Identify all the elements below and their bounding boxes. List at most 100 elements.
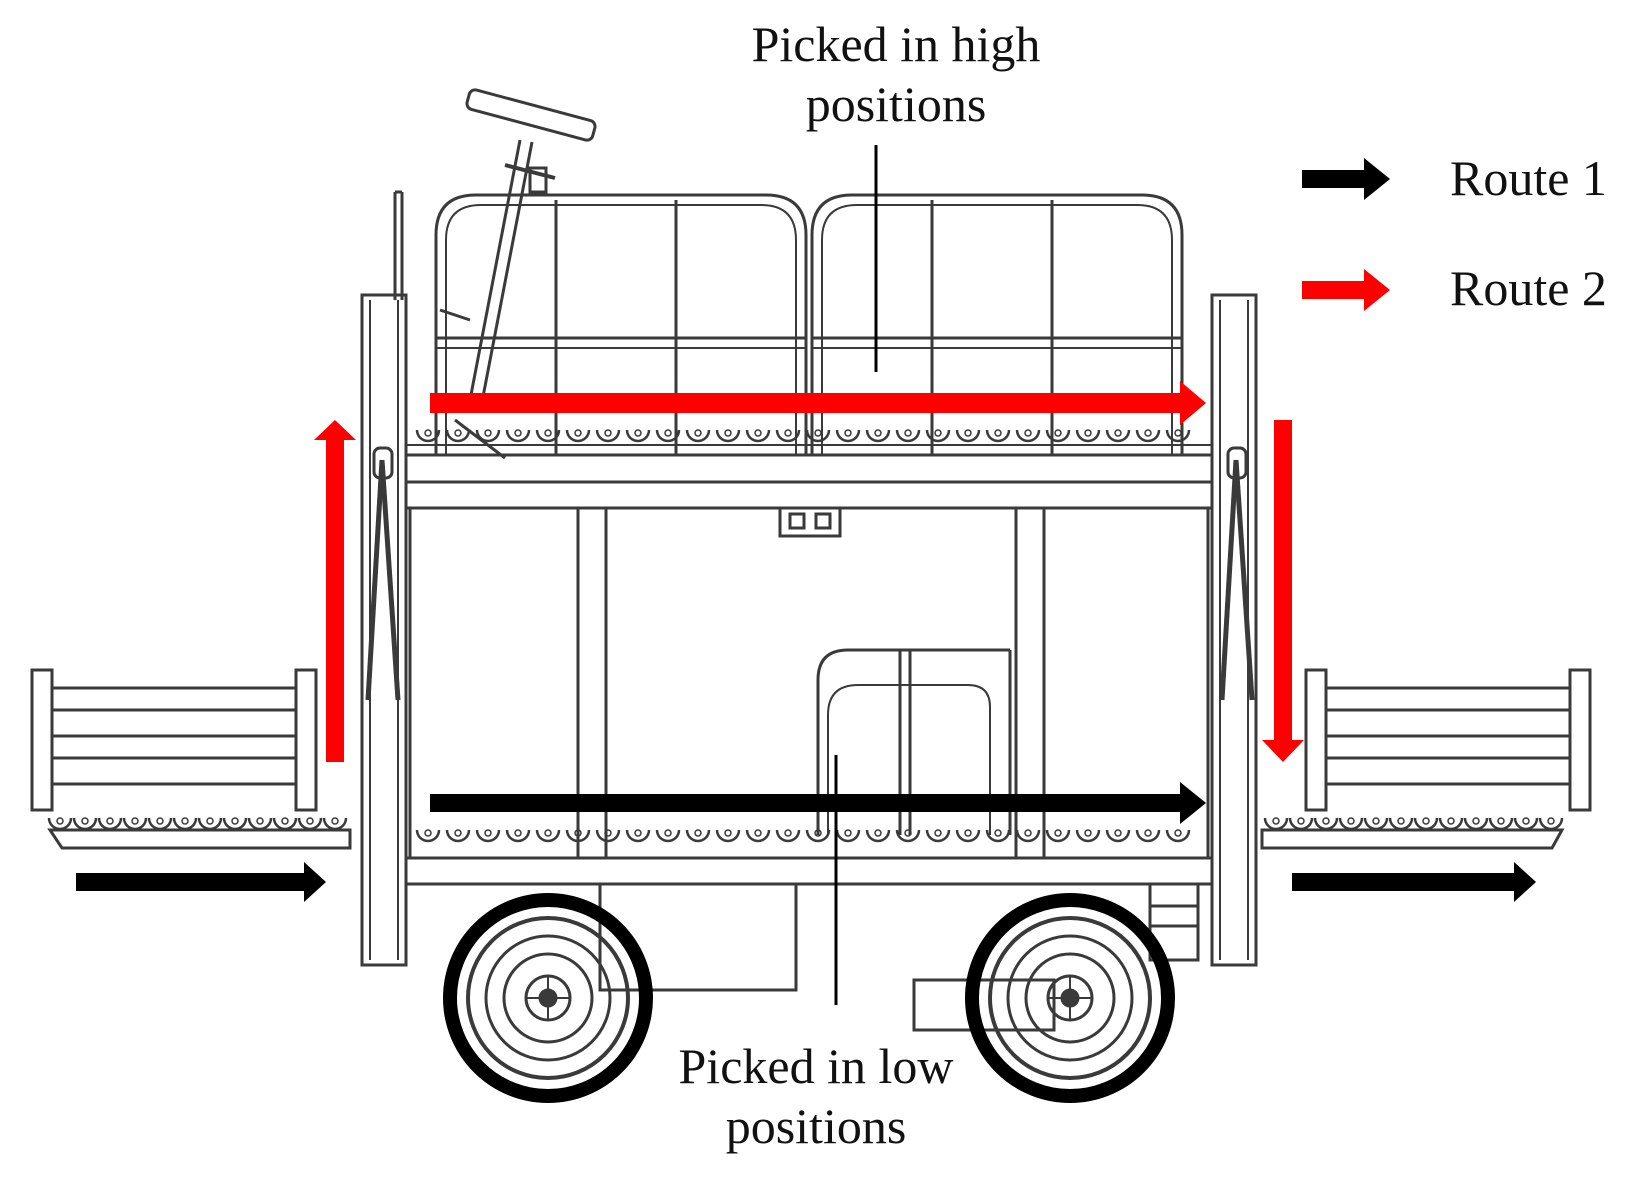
roller bbox=[247, 816, 273, 831]
roller bbox=[172, 816, 198, 831]
legend-route-1-arrow-icon bbox=[1302, 158, 1390, 200]
legend-route-2-arrow-icon bbox=[1302, 269, 1390, 311]
roller bbox=[415, 828, 441, 843]
roller bbox=[625, 828, 651, 843]
roller bbox=[1105, 428, 1131, 443]
low-positions-label: Picked in low positions bbox=[606, 1036, 1026, 1156]
roller bbox=[122, 816, 148, 831]
roller bbox=[685, 828, 711, 843]
roller bbox=[535, 828, 561, 843]
roller bbox=[1075, 428, 1101, 443]
legend-swatches bbox=[1302, 158, 1390, 311]
roller bbox=[865, 428, 891, 443]
roller bbox=[835, 828, 861, 843]
roller bbox=[955, 828, 981, 843]
roller bbox=[985, 428, 1011, 443]
right-wheel bbox=[965, 893, 1175, 1103]
left-wheel bbox=[443, 893, 653, 1103]
upper-cage bbox=[406, 193, 1212, 455]
roller bbox=[475, 428, 501, 443]
route-2-arrow-right-down bbox=[1262, 420, 1304, 762]
main-frame bbox=[404, 453, 1214, 886]
steering-wheel bbox=[439, 88, 597, 460]
route-1-arrow-left-in bbox=[76, 862, 326, 902]
roller bbox=[1015, 828, 1041, 843]
roller bbox=[1288, 816, 1314, 831]
roller bbox=[322, 816, 348, 831]
roller bbox=[865, 828, 891, 843]
roller bbox=[595, 428, 621, 443]
roller bbox=[1438, 816, 1464, 831]
right-conveyor-table bbox=[1260, 668, 1592, 850]
roller bbox=[1135, 828, 1161, 843]
roller bbox=[1313, 816, 1339, 831]
route-1-arrow-right-out bbox=[1292, 862, 1536, 902]
roller bbox=[1388, 816, 1414, 831]
roller bbox=[1135, 428, 1161, 443]
roller bbox=[1165, 428, 1191, 443]
roller bbox=[565, 428, 591, 443]
roller bbox=[1105, 828, 1131, 843]
upper-roller-row bbox=[415, 428, 1191, 443]
roller bbox=[1015, 428, 1041, 443]
roller bbox=[745, 828, 771, 843]
route-1-arrow-lower-deck bbox=[430, 782, 1206, 824]
roller bbox=[1045, 428, 1071, 443]
roller bbox=[272, 816, 298, 831]
lower-roller-row bbox=[415, 828, 1191, 843]
roller bbox=[1488, 816, 1514, 831]
roller bbox=[1538, 816, 1564, 831]
high-positions-label: Picked in high positions bbox=[676, 14, 1116, 134]
roller bbox=[1075, 828, 1101, 843]
roller bbox=[925, 428, 951, 443]
route-1-arrows bbox=[76, 782, 1536, 902]
roller bbox=[47, 816, 73, 831]
roller bbox=[685, 428, 711, 443]
roller bbox=[715, 828, 741, 843]
roller bbox=[505, 828, 531, 843]
roller bbox=[715, 428, 741, 443]
roller bbox=[147, 816, 173, 831]
roller bbox=[805, 428, 831, 443]
roller bbox=[625, 428, 651, 443]
roller bbox=[775, 828, 801, 843]
roller bbox=[745, 428, 771, 443]
roller bbox=[1165, 828, 1191, 843]
roller bbox=[505, 428, 531, 443]
roller bbox=[1513, 816, 1539, 831]
low-positions-label-line-1: Picked in low bbox=[678, 1038, 954, 1094]
right-roller-row bbox=[1263, 816, 1564, 831]
high-positions-label-line-1: Picked in high bbox=[751, 16, 1041, 72]
roller bbox=[1363, 816, 1389, 831]
roller bbox=[1338, 816, 1364, 831]
right-lift-mast bbox=[1210, 293, 1258, 967]
high-positions-label-line-2: positions bbox=[805, 76, 987, 132]
roller bbox=[1045, 828, 1071, 843]
roller bbox=[97, 816, 123, 831]
route-2-arrows bbox=[314, 381, 1304, 762]
roller bbox=[955, 428, 981, 443]
roller bbox=[222, 816, 248, 831]
route-2-arrow-upper-deck bbox=[430, 381, 1206, 425]
roller bbox=[1263, 816, 1289, 831]
roller bbox=[895, 428, 921, 443]
roller bbox=[297, 816, 323, 831]
left-lift-mast bbox=[360, 190, 408, 967]
roller bbox=[1413, 816, 1439, 831]
roller bbox=[655, 828, 681, 843]
route-2-arrow-left-up bbox=[314, 420, 356, 762]
roller bbox=[1463, 816, 1489, 831]
roller bbox=[197, 816, 223, 831]
low-positions-label-line-2: positions bbox=[725, 1098, 907, 1154]
roller bbox=[445, 828, 471, 843]
roller bbox=[475, 828, 501, 843]
roller bbox=[835, 428, 861, 443]
vehicle-body bbox=[30, 88, 1592, 1103]
roller bbox=[445, 428, 471, 443]
roller bbox=[925, 828, 951, 843]
roller bbox=[595, 828, 621, 843]
left-roller-row bbox=[47, 816, 348, 831]
legend-route-2-label: Route 2 bbox=[1450, 260, 1607, 316]
legend-route-1-label: Route 1 bbox=[1450, 150, 1607, 206]
